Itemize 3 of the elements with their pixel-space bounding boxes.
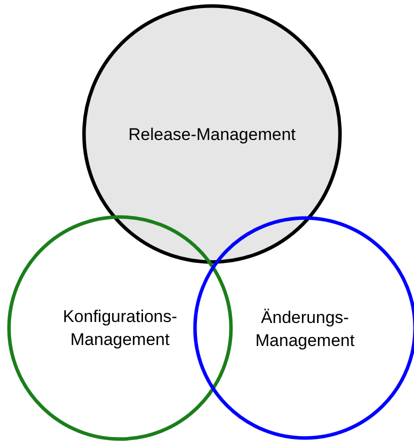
circle-label: Änderungs- Management [254,307,356,352]
circle-label: Release-Management [128,124,296,146]
circle-label: Konfigurations- Management [62,306,178,351]
